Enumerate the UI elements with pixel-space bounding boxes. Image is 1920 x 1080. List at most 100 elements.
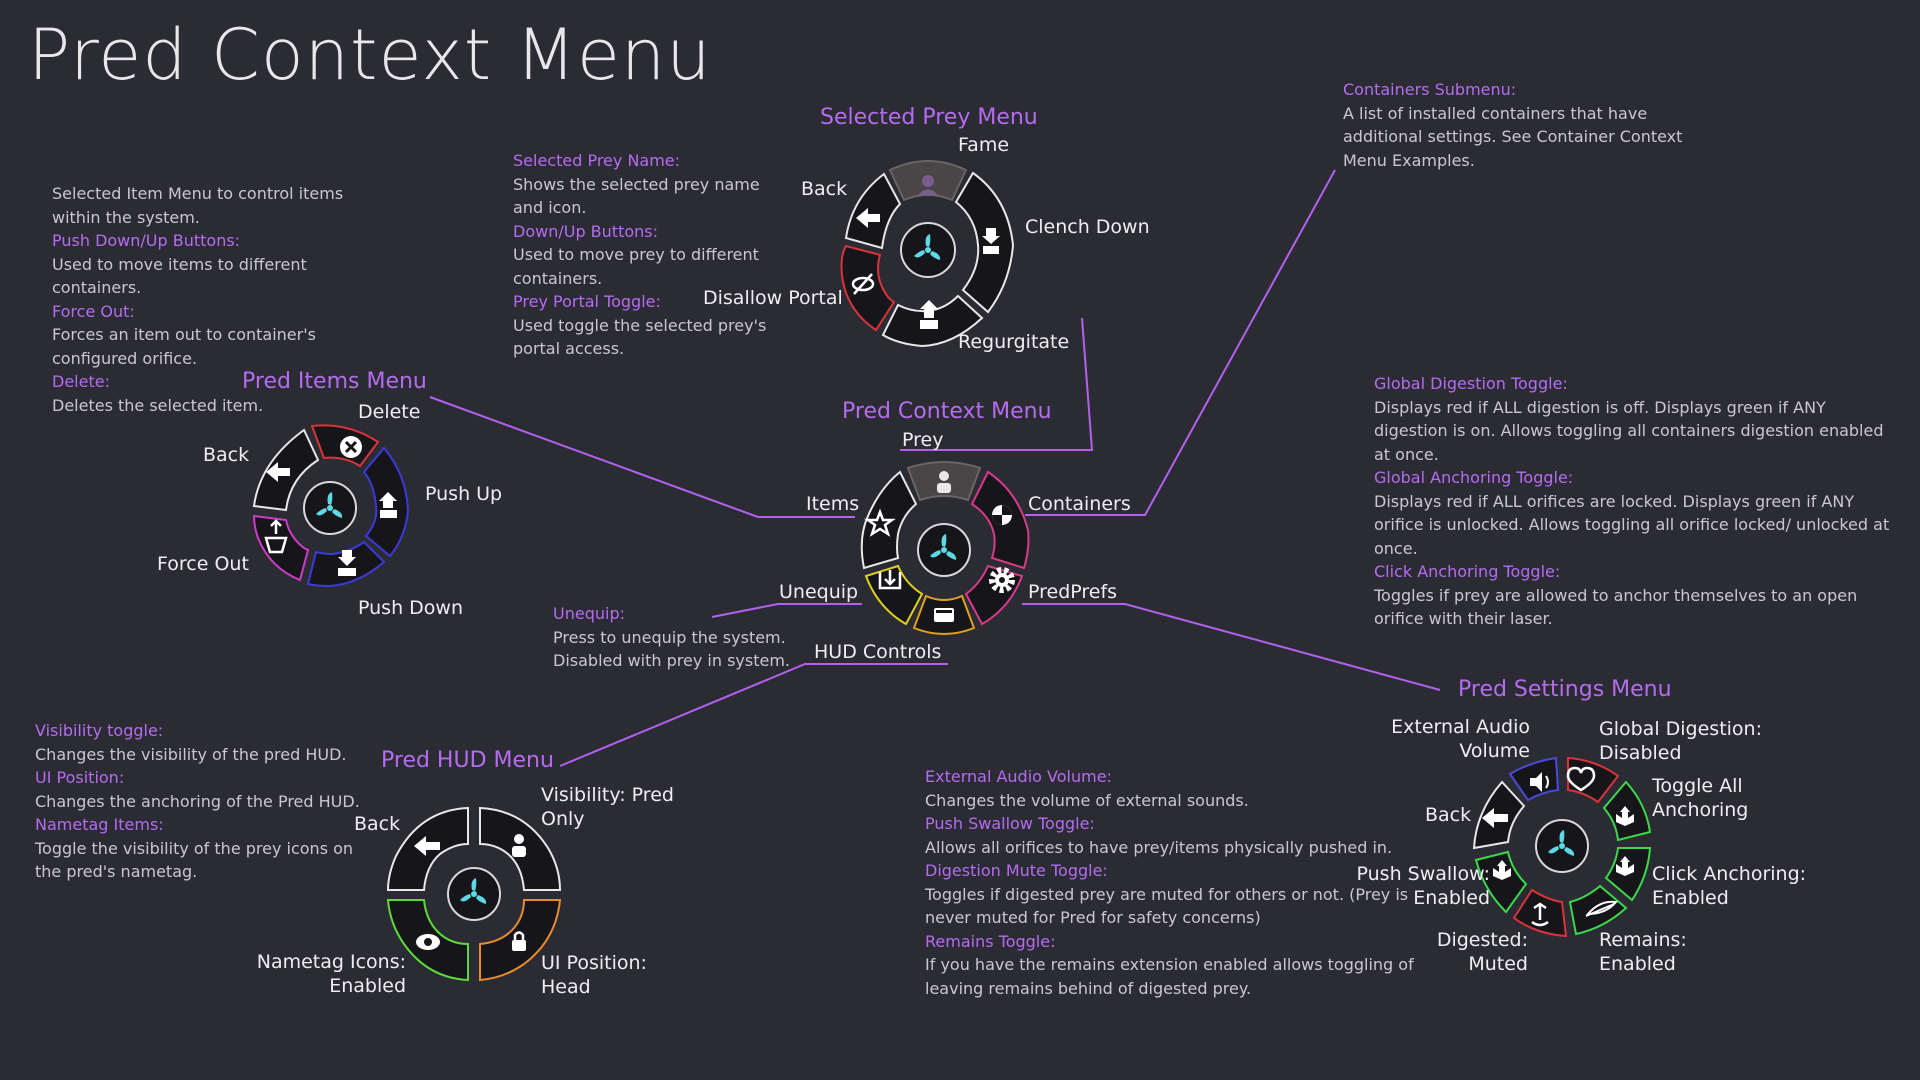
- close-icon: [340, 436, 362, 458]
- description-text: Used to move items to different containe…: [52, 254, 307, 298]
- description-text: If you have the remains extension enable…: [925, 955, 1414, 998]
- person-icon: [512, 834, 526, 857]
- description-text: Displays red if ALL orifices are locked.…: [1374, 491, 1890, 558]
- label-prey: Prey: [902, 429, 944, 451]
- label-clench-down: Clench Down: [1025, 216, 1150, 238]
- label-push-swallow: Push Swallow: Enabled: [1356, 863, 1490, 909]
- clench-down-button[interactable]: [954, 171, 1015, 314]
- label-disallow-portal: Disallow Portal: [703, 287, 843, 309]
- unequip-icon: [878, 570, 902, 590]
- pred-context-menu-heading: Pred Context Menu: [842, 399, 1052, 424]
- label-force-out: Force Out: [157, 553, 249, 575]
- selected-prey-wheel: [840, 160, 1015, 348]
- settings-description: External Audio Volume: Changes the volum…: [925, 765, 1420, 1000]
- description-text: Displays red if ALL digestion is off. Di…: [1374, 397, 1884, 464]
- description-heading: Down/Up Buttons:: [513, 221, 658, 241]
- pred-settings-wheel: [1472, 756, 1652, 938]
- back-button[interactable]: [844, 172, 902, 250]
- description-text: Selected Item Menu to control items with…: [52, 184, 344, 227]
- label-hud-controls: HUD Controls: [814, 641, 942, 663]
- label-fame: Fame: [958, 134, 1010, 156]
- description-heading: External Audio Volume:: [925, 767, 1112, 786]
- label-remains: Remains: Enabled: [1599, 929, 1687, 975]
- pred-hud-menu-heading: Pred HUD Menu: [381, 748, 554, 773]
- force-out-icon: [264, 519, 288, 554]
- pred-hud-wheel: [386, 806, 562, 982]
- description-text: Deletes the selected item.: [52, 395, 264, 415]
- description-heading: Push Down/Up Buttons:: [52, 231, 241, 250]
- feather-icon: [1585, 900, 1618, 917]
- connector-containers: [1025, 169, 1336, 516]
- label-containers: Containers: [1028, 493, 1131, 515]
- force-out-button[interactable]: [252, 514, 310, 582]
- connector-predprefs: [1022, 603, 1441, 691]
- label-ui-position: UI Position: Head: [541, 952, 647, 998]
- gear-icon: [989, 567, 1015, 593]
- description-heading: Selected Prey Name:: [513, 151, 681, 170]
- person-icon: [937, 471, 951, 493]
- fan-icon: [316, 492, 343, 518]
- description-text: Toggle the visibility of the prey icons …: [35, 838, 354, 882]
- label-unequip: Unequip: [779, 581, 859, 603]
- label-push-down: Push Down: [358, 597, 463, 619]
- push-down-icon: [982, 228, 1000, 254]
- description-text: Used to move prey to different container…: [513, 245, 759, 288]
- description-text: Changes the anchoring of the Pred HUD.: [35, 791, 360, 811]
- fan-icon: [460, 878, 487, 904]
- description-heading: Delete:: [52, 372, 110, 391]
- connector-prey: [900, 317, 1094, 451]
- eye-slash-icon: [851, 273, 875, 295]
- lock-icon: [512, 931, 526, 951]
- anchor-icon: [1616, 856, 1634, 876]
- selected-prey-menu-heading: Selected Prey Menu: [820, 105, 1038, 130]
- description-text: Changes the volume of external sounds.: [925, 790, 1249, 810]
- label-back: Back: [1425, 804, 1472, 826]
- arrow-left-icon: [1482, 808, 1508, 828]
- arrow-left-icon: [414, 836, 440, 856]
- description-heading: Digestion Mute Toggle:: [925, 861, 1108, 880]
- digest-icon: [1531, 902, 1549, 927]
- label-predprefs: PredPrefs: [1028, 581, 1118, 603]
- description-text: Toggles if prey are allowed to anchor th…: [1374, 585, 1858, 629]
- description-text: Allows all orifices to have prey/items p…: [925, 837, 1393, 857]
- fan-icon: [930, 534, 957, 560]
- pred-items-menu-heading: Pred Items Menu: [242, 369, 427, 394]
- push-up-icon: [379, 492, 397, 518]
- description-heading: UI Position:: [35, 768, 125, 787]
- prey-button[interactable]: [906, 461, 982, 502]
- description-text: Used toggle the selected prey's portal a…: [513, 315, 767, 359]
- description-heading: Push Swallow Toggle:: [925, 814, 1095, 833]
- label-toggle-all-anchoring: Toggle All Anchoring: [1652, 775, 1749, 821]
- description-text: Toggles if digested prey are muted for o…: [925, 884, 1409, 928]
- star-icon: [864, 508, 896, 537]
- page-title: Pred Context Menu: [28, 14, 712, 96]
- unequip-button[interactable]: [864, 564, 924, 626]
- connector-hud: [559, 663, 948, 767]
- prey-menu-description: Selected Prey Name: Shows the selected p…: [513, 149, 793, 361]
- label-regurgitate: Regurgitate: [958, 331, 1070, 353]
- eye-icon: [416, 934, 440, 950]
- containers-description: Containers Submenu: A list of installed …: [1343, 78, 1683, 172]
- label-external-audio-volume: External Audio Volume: [1391, 716, 1530, 762]
- label-items: Items: [806, 493, 860, 515]
- anchor-icon: [1616, 806, 1634, 826]
- hud-description: Visibility toggle: Changes the visibilit…: [35, 719, 375, 884]
- push-swallow-button[interactable]: [1474, 850, 1528, 914]
- label-back: Back: [354, 813, 401, 835]
- hud-icon: [934, 608, 954, 622]
- description-text: Shows the selected prey name and icon.: [513, 174, 760, 218]
- label-click-anchoring: Click Anchoring: Enabled: [1652, 863, 1807, 909]
- unequip-description: Unequip: Press to unequip the system. Di…: [553, 602, 813, 673]
- container-icon: [992, 505, 1012, 525]
- label-back: Back: [203, 444, 250, 466]
- fan-icon: [914, 234, 941, 260]
- pred-context-wheel: [860, 461, 1030, 635]
- speaker-icon: [1530, 772, 1549, 792]
- pred-settings-menu-heading: Pred Settings Menu: [1458, 677, 1672, 702]
- description-heading: Click Anchoring Toggle:: [1374, 562, 1561, 581]
- description-text: Press to unequip the system. Disabled wi…: [553, 627, 791, 671]
- label-global-digestion: Global Digestion: Disabled: [1599, 718, 1763, 764]
- connector-items: [429, 396, 855, 518]
- description-heading: Force Out:: [52, 301, 135, 321]
